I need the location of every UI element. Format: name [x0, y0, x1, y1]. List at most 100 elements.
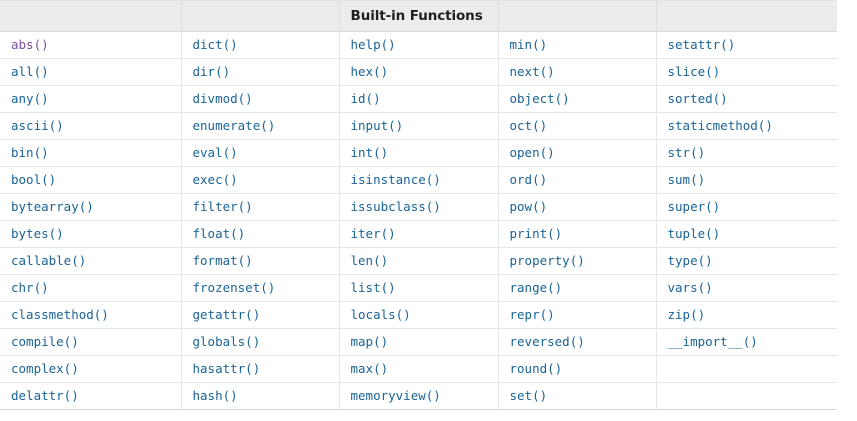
table-cell: delattr()	[0, 382, 182, 410]
builtin-function-link[interactable]: round()	[509, 361, 563, 376]
builtin-function-link[interactable]: property()	[509, 253, 585, 268]
builtin-function-link[interactable]: super()	[667, 199, 721, 214]
builtin-function-link[interactable]: reversed()	[509, 334, 585, 349]
builtin-function-link[interactable]: next()	[509, 64, 555, 79]
table-cell: id()	[339, 85, 499, 113]
builtin-function-link[interactable]: zip()	[667, 307, 706, 322]
builtin-function-link[interactable]: ord()	[509, 172, 548, 187]
table-cell: complex()	[0, 355, 182, 383]
builtin-function-link[interactable]: callable()	[11, 253, 87, 268]
table-cell: round()	[498, 355, 657, 383]
builtin-function-link[interactable]: input()	[350, 118, 404, 133]
builtin-function-link[interactable]: filter()	[192, 199, 253, 214]
builtin-function-link[interactable]: format()	[192, 253, 253, 268]
builtin-function-link[interactable]: list()	[350, 280, 396, 295]
table-cell: bytearray()	[0, 193, 182, 221]
builtin-function-link[interactable]: range()	[509, 280, 563, 295]
builtin-function-link[interactable]: type()	[667, 253, 713, 268]
builtin-function-link[interactable]: slice()	[667, 64, 721, 79]
builtin-function-link[interactable]: globals()	[192, 334, 261, 349]
builtin-function-link[interactable]: frozenset()	[192, 280, 276, 295]
builtin-function-link[interactable]: abs()	[11, 37, 49, 52]
builtin-function-link[interactable]: eval()	[192, 145, 238, 160]
table-cell: hex()	[339, 58, 499, 86]
builtin-function-link[interactable]: staticmethod()	[667, 118, 773, 133]
table-cell: input()	[339, 112, 499, 140]
table-header-cell-1	[0, 0, 182, 32]
table-cell: type()	[656, 247, 837, 275]
table-cell: ascii()	[0, 112, 182, 140]
builtin-function-link[interactable]: ascii()	[11, 118, 64, 133]
builtin-function-link[interactable]: tuple()	[667, 226, 721, 241]
table-row: delattr() hash() memoryview() set()	[0, 382, 837, 410]
builtin-function-link[interactable]: map()	[350, 334, 389, 349]
table-cell: eval()	[181, 139, 340, 167]
builtin-function-link[interactable]: bin()	[11, 145, 49, 160]
builtin-function-link[interactable]: any()	[11, 91, 49, 106]
builtin-function-link[interactable]: setattr()	[667, 37, 736, 52]
table-row: abs() dict() help() min() setattr()	[0, 31, 837, 59]
table-cell: print()	[498, 220, 657, 248]
table-cell: globals()	[181, 328, 340, 356]
builtin-function-link[interactable]: memoryview()	[350, 388, 441, 403]
builtin-function-link[interactable]: hash()	[192, 388, 238, 403]
table-header: Built-in Functions	[0, 0, 837, 32]
builtin-function-link[interactable]: getattr()	[192, 307, 261, 322]
builtin-function-link[interactable]: dict()	[192, 37, 238, 52]
builtin-function-link[interactable]: delattr()	[11, 388, 79, 403]
builtin-function-link[interactable]: float()	[192, 226, 246, 241]
builtin-function-link[interactable]: str()	[667, 145, 706, 160]
table-cell: repr()	[498, 301, 657, 329]
builtin-function-link[interactable]: sorted()	[667, 91, 728, 106]
builtin-function-link[interactable]: issubclass()	[350, 199, 441, 214]
table-cell: sorted()	[656, 85, 837, 113]
builtin-function-link[interactable]: dir()	[192, 64, 231, 79]
table-cell: list()	[339, 274, 499, 302]
table-cell: int()	[339, 139, 499, 167]
builtin-function-link[interactable]: oct()	[509, 118, 548, 133]
table-header-cell-2	[181, 0, 340, 32]
table-row: ascii() enumerate() input() oct() staticmeth…	[0, 112, 837, 140]
builtin-function-link[interactable]: open()	[509, 145, 555, 160]
builtin-function-link[interactable]: bool()	[11, 172, 57, 187]
table-row: chr() frozenset() list() range() vars()	[0, 274, 837, 302]
builtin-function-link[interactable]: complex()	[11, 361, 79, 376]
builtin-function-link[interactable]: exec()	[192, 172, 238, 187]
builtin-function-link[interactable]: set()	[509, 388, 548, 403]
builtin-function-link[interactable]: bytes()	[11, 226, 64, 241]
table-cell: compile()	[0, 328, 182, 356]
builtin-function-link[interactable]: max()	[350, 361, 389, 376]
builtin-function-link[interactable]: all()	[11, 64, 49, 79]
builtin-function-link[interactable]: hasattr()	[192, 361, 261, 376]
builtin-function-link[interactable]: min()	[509, 37, 548, 52]
builtin-function-link[interactable]: classmethod()	[11, 307, 109, 322]
builtin-function-link[interactable]: divmod()	[192, 91, 253, 106]
builtin-function-link[interactable]: repr()	[509, 307, 555, 322]
table-row: compile() globals() map() reversed() __impor…	[0, 328, 837, 356]
builtin-function-link[interactable]: hex()	[350, 64, 389, 79]
builtin-function-link[interactable]: chr()	[11, 280, 49, 295]
builtin-function-link[interactable]: __import__()	[667, 334, 758, 349]
builtin-function-link[interactable]: vars()	[667, 280, 713, 295]
table-cell: __import__()	[656, 328, 837, 356]
builtin-function-link[interactable]: isinstance()	[350, 172, 441, 187]
builtin-function-link[interactable]: enumerate()	[192, 118, 276, 133]
builtin-function-link[interactable]: iter()	[350, 226, 396, 241]
builtin-function-link[interactable]: print()	[509, 226, 563, 241]
table-row: any() divmod() id() object() sorted()	[0, 85, 837, 113]
builtin-function-link[interactable]: compile()	[11, 334, 79, 349]
builtin-function-link[interactable]: locals()	[350, 307, 411, 322]
table-cell: bin()	[0, 139, 182, 167]
table-row: bytearray() filter() issubclass() pow() supe…	[0, 193, 837, 221]
builtin-function-link[interactable]: pow()	[509, 199, 548, 214]
table-row: all() dir() hex() next() slice()	[0, 58, 837, 86]
builtin-function-link[interactable]: sum()	[667, 172, 706, 187]
table-cell: reversed()	[498, 328, 657, 356]
table-cell: vars()	[656, 274, 837, 302]
builtin-function-link[interactable]: len()	[350, 253, 389, 268]
builtin-function-link[interactable]: int()	[350, 145, 389, 160]
builtin-function-link[interactable]: help()	[350, 37, 396, 52]
builtin-function-link[interactable]: object()	[509, 91, 570, 106]
builtin-function-link[interactable]: id()	[350, 91, 381, 106]
builtin-function-link[interactable]: bytearray()	[11, 199, 94, 214]
